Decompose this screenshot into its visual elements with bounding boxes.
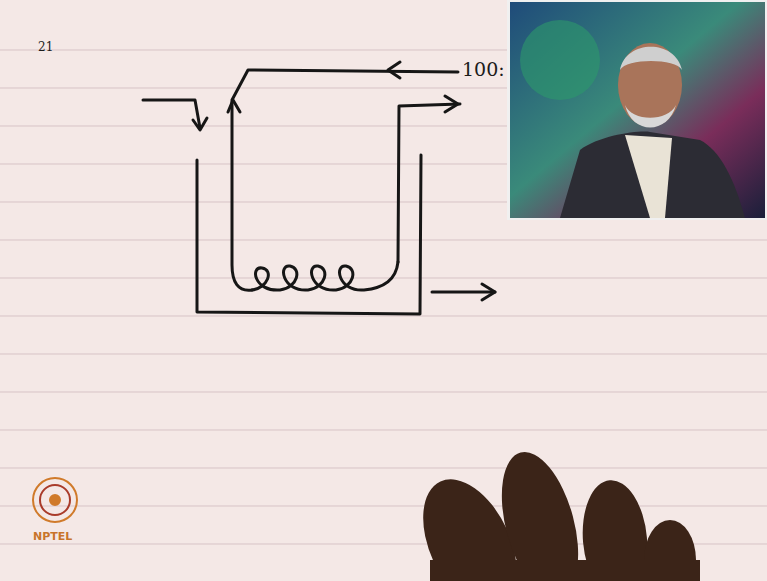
video-inset	[507, 0, 767, 220]
logo-mark	[33, 478, 77, 522]
flow-value: 100:	[462, 58, 505, 80]
ruled-lines	[0, 50, 767, 544]
hand	[404, 444, 700, 581]
logo-text: NPTEL	[33, 530, 72, 543]
tank-sketch	[143, 62, 495, 314]
page-number: 21	[38, 40, 53, 54]
